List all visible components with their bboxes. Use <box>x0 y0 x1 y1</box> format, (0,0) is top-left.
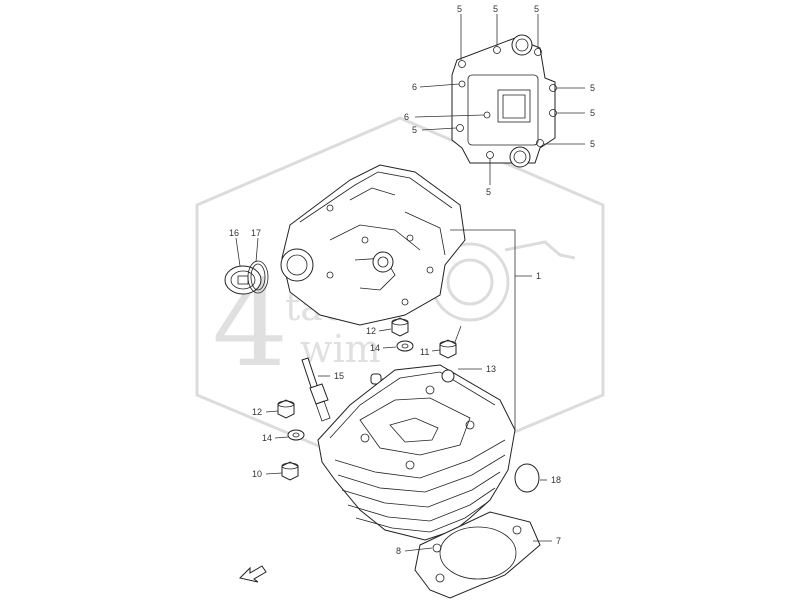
callout-5-top-left: 5 <box>457 4 462 14</box>
plug-18 <box>514 463 540 493</box>
callout-5-right-upper: 5 <box>590 83 595 93</box>
o-ring <box>247 260 269 294</box>
callout-1: 1 <box>536 271 541 281</box>
nut-11 <box>439 325 462 359</box>
cover-bolt <box>549 84 557 92</box>
cover-bolt <box>486 151 494 159</box>
head-cover-top-view <box>451 34 557 168</box>
top-cover-leaders <box>414 14 585 185</box>
cover-bolt <box>536 139 544 147</box>
washer-lower <box>287 429 305 441</box>
washer-upper <box>396 340 414 352</box>
inspection-cap <box>224 265 262 295</box>
callout-12-lower: 12 <box>252 407 262 417</box>
cylinder-head-gasket <box>414 511 541 599</box>
callout-5-bottom: 5 <box>486 187 491 197</box>
cover-bolt <box>458 60 466 68</box>
cylinder-head-cover <box>280 164 466 326</box>
callout-7: 7 <box>556 536 561 546</box>
cap-nut-lower <box>277 399 295 419</box>
callout-12-upper: 12 <box>366 326 376 336</box>
top-cover-callouts: 5 5 5 6 6 5 5 5 5 5 <box>404 4 595 197</box>
cap-nut-10 <box>281 461 299 481</box>
callout-5-top-mid: 5 <box>493 4 498 14</box>
cover-bolt <box>493 46 501 54</box>
cover-bolt <box>534 48 542 56</box>
callout-10: 10 <box>252 469 262 479</box>
dowel-pin <box>370 373 382 385</box>
callout-11: 11 <box>420 347 429 357</box>
cover-bolt <box>549 109 557 117</box>
callout-18: 18 <box>551 475 561 485</box>
callout-14-lower: 14 <box>262 433 272 443</box>
callout-16: 16 <box>229 228 239 238</box>
watermark-word-bottom: wim <box>300 327 381 371</box>
cylinder-head <box>317 364 516 541</box>
callout-17: 17 <box>251 228 261 238</box>
front-arrow-icon <box>239 565 267 583</box>
callout-8: 8 <box>396 546 401 556</box>
cap-nut-upper <box>391 317 409 337</box>
callout-13: 13 <box>486 364 496 374</box>
callout-5-right-lower: 5 <box>590 139 595 149</box>
spark-plug <box>301 357 331 422</box>
callout-14-upper: 14 <box>370 343 380 353</box>
callout-5-right-mid: 5 <box>590 108 595 118</box>
cover-bolt <box>456 124 464 132</box>
callout-6-upper: 6 <box>412 82 417 92</box>
callout-6-lower: 6 <box>404 112 409 122</box>
callout-15: 15 <box>334 371 344 381</box>
callout-5-top-right: 5 <box>534 4 539 14</box>
watermark-wrench-icon <box>504 240 576 260</box>
callout-5-left: 5 <box>412 125 417 135</box>
